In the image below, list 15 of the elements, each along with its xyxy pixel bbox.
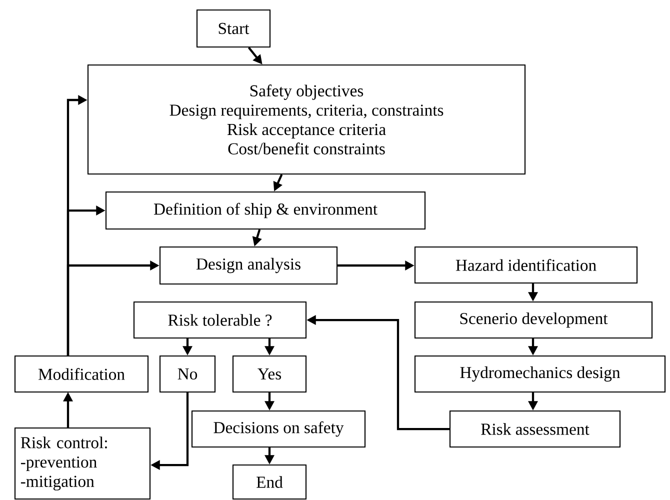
process-box: Start: [196, 9, 271, 48]
process-box: Safety objectives Design requirements, criteria, constraints Risk acceptance criteria Cost/benefit constraints: [87, 64, 526, 175]
process-box: Risk control: -prevention -mitigation: [14, 427, 151, 500]
process-box: Decisions on safety: [191, 410, 366, 448]
process-box: Hydromechanics design: [414, 355, 666, 393]
process-box: Yes: [232, 355, 307, 393]
process-box: Modification: [14, 355, 149, 393]
process-box: No: [159, 355, 216, 393]
process-box: Hazard identification: [414, 246, 638, 284]
process-box: Risk assessment: [449, 410, 621, 448]
process-box: Scenerio development: [414, 301, 653, 339]
process-box: Definition of ship & environment: [105, 191, 426, 230]
process-box: Design analysis: [159, 246, 338, 285]
process-box: End: [232, 464, 307, 500]
decision-box: Risk tolerable ?: [133, 301, 307, 339]
